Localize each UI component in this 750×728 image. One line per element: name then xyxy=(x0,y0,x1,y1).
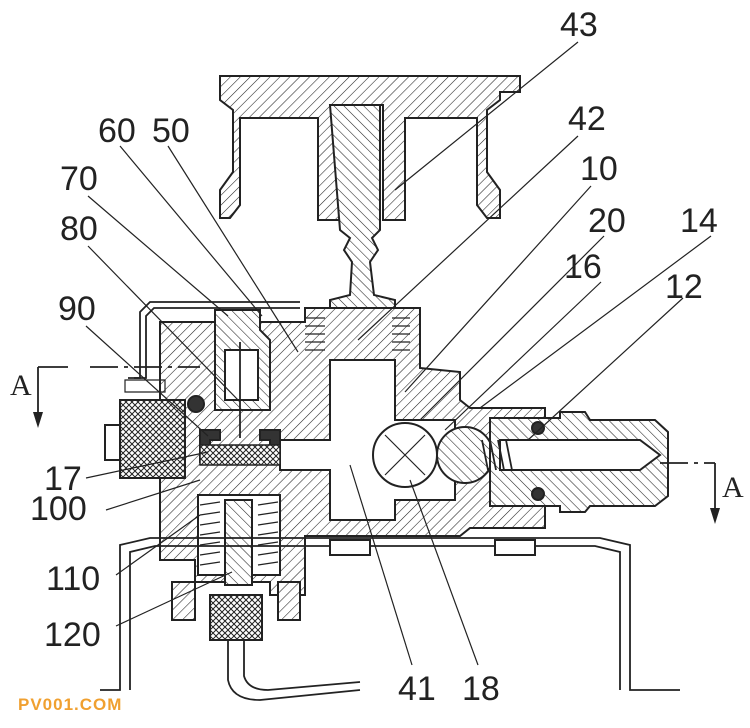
label-42: 42 xyxy=(568,100,606,138)
label-16: 16 xyxy=(564,248,602,286)
label-10: 10 xyxy=(580,150,618,188)
label-20: 20 xyxy=(588,202,626,240)
label-18: 18 xyxy=(462,670,500,708)
label-17: 17 xyxy=(44,460,82,498)
label-80: 80 xyxy=(60,210,98,248)
knob-part xyxy=(219,75,521,221)
label-12: 12 xyxy=(665,268,703,306)
inlet-fitting xyxy=(481,411,669,513)
upper-spring xyxy=(305,317,410,351)
label-110: 110 xyxy=(46,560,100,598)
bottom-connector xyxy=(171,581,361,701)
reference-labels: 43 60 50 42 70 10 20 14 80 16 12 90 17 1… xyxy=(30,6,718,708)
label-70: 70 xyxy=(60,160,98,198)
label-120: 120 xyxy=(44,616,101,654)
label-60: 60 xyxy=(98,112,136,150)
leader-lines xyxy=(85,41,712,666)
upper-bracket xyxy=(124,301,300,393)
upper-plug xyxy=(199,309,281,466)
watermark-text: PV001.COM xyxy=(18,695,122,714)
section-line xyxy=(33,366,720,524)
section-mark-right: A xyxy=(722,471,744,504)
ball-valve xyxy=(372,422,494,488)
label-43: 43 xyxy=(560,6,598,44)
label-90: 90 xyxy=(58,290,96,328)
section-mark-left: A xyxy=(10,369,32,402)
label-14: 14 xyxy=(680,202,718,240)
lower-spring-housing xyxy=(197,494,281,586)
label-41: 41 xyxy=(398,670,436,708)
side-knob xyxy=(104,395,205,479)
label-100: 100 xyxy=(30,490,87,528)
label-50: 50 xyxy=(152,112,190,150)
